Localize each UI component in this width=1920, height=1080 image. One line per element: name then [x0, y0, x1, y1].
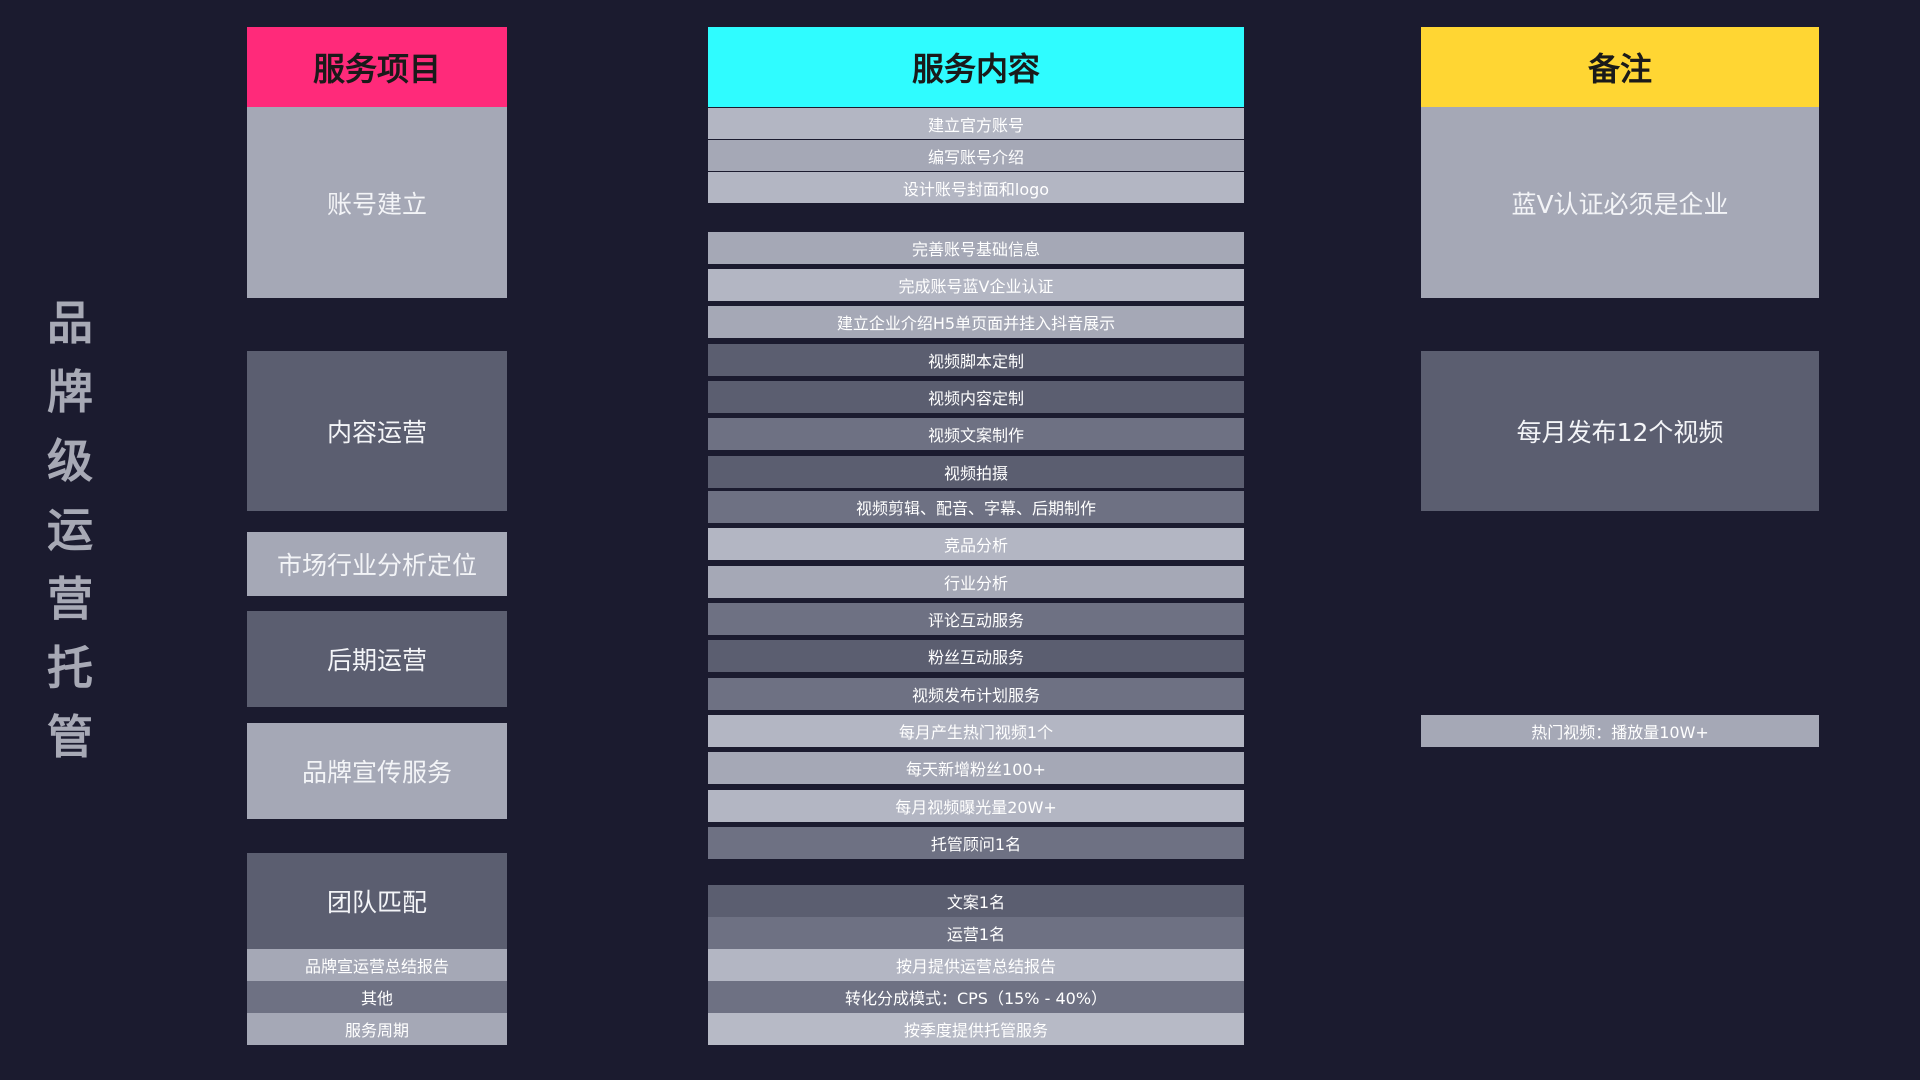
content-row: 完善账号基础信息 — [708, 232, 1244, 264]
content-row: 视频剪辑、配音、字幕、后期制作 — [708, 491, 1244, 523]
content-row: 粉丝互动服务 — [708, 640, 1244, 672]
vertical-title-char: 管 — [47, 710, 93, 764]
content-row: 行业分析 — [708, 566, 1244, 598]
content-row: 每月产生热门视频1个 — [708, 715, 1244, 747]
service-item-account-setup: 账号建立 — [247, 107, 507, 298]
vertical-title-char: 品 — [47, 296, 93, 350]
vertical-title-char: 运 — [47, 503, 93, 557]
vertical-title-char: 营 — [47, 572, 93, 626]
content-row: 视频文案制作 — [708, 418, 1244, 450]
header-service-content: 服务内容 — [708, 27, 1244, 107]
vertical-title: 品 牌 级 运 营 托 管 — [40, 300, 100, 760]
service-item-market-analysis: 市场行业分析定位 — [247, 532, 507, 596]
remark-blue-v: 蓝V认证必须是企业 — [1421, 107, 1819, 298]
service-item-other: 其他 — [247, 981, 507, 1013]
remark-hot-video: 热门视频：播放量10W+ — [1421, 715, 1819, 747]
content-row: 建立官方账号 — [708, 108, 1244, 139]
header-remarks: 备注 — [1421, 27, 1819, 107]
content-row: 评论互动服务 — [708, 603, 1244, 635]
content-row: 视频内容定制 — [708, 381, 1244, 413]
content-row: 竞品分析 — [708, 528, 1244, 560]
content-row: 每天新增粉丝100+ — [708, 752, 1244, 784]
service-item-period: 服务周期 — [247, 1013, 507, 1045]
content-row: 转化分成模式：CPS（15% - 40%） — [708, 981, 1244, 1013]
service-item-team-matching: 团队匹配 — [247, 853, 507, 949]
content-row: 按月提供运营总结报告 — [708, 949, 1244, 981]
content-row: 运营1名 — [708, 917, 1244, 949]
vertical-title-char: 托 — [47, 641, 93, 695]
content-row: 视频发布计划服务 — [708, 678, 1244, 710]
content-row: 编写账号介绍 — [708, 140, 1244, 171]
content-row: 文案1名 — [708, 885, 1244, 917]
content-row: 视频脚本定制 — [708, 344, 1244, 376]
vertical-title-char: 牌 — [47, 365, 93, 419]
service-item-post-operation: 后期运营 — [247, 611, 507, 707]
content-row: 每月视频曝光量20W+ — [708, 790, 1244, 822]
service-item-brand-promotion: 品牌宣传服务 — [247, 723, 507, 819]
service-item-content-operation: 内容运营 — [247, 351, 507, 511]
content-row: 视频拍摄 — [708, 456, 1244, 488]
content-row: 设计账号封面和logo — [708, 172, 1244, 203]
header-service-item: 服务项目 — [247, 27, 507, 107]
vertical-title-char: 级 — [47, 434, 93, 488]
content-row: 托管顾问1名 — [708, 827, 1244, 859]
content-row: 按季度提供托管服务 — [708, 1013, 1244, 1045]
remark-monthly-videos: 每月发布12个视频 — [1421, 351, 1819, 511]
content-row: 完成账号蓝V企业认证 — [708, 269, 1244, 301]
content-row: 建立企业介绍H5单页面并挂入抖音展示 — [708, 306, 1244, 338]
service-item-report: 品牌宣运营总结报告 — [247, 949, 507, 981]
